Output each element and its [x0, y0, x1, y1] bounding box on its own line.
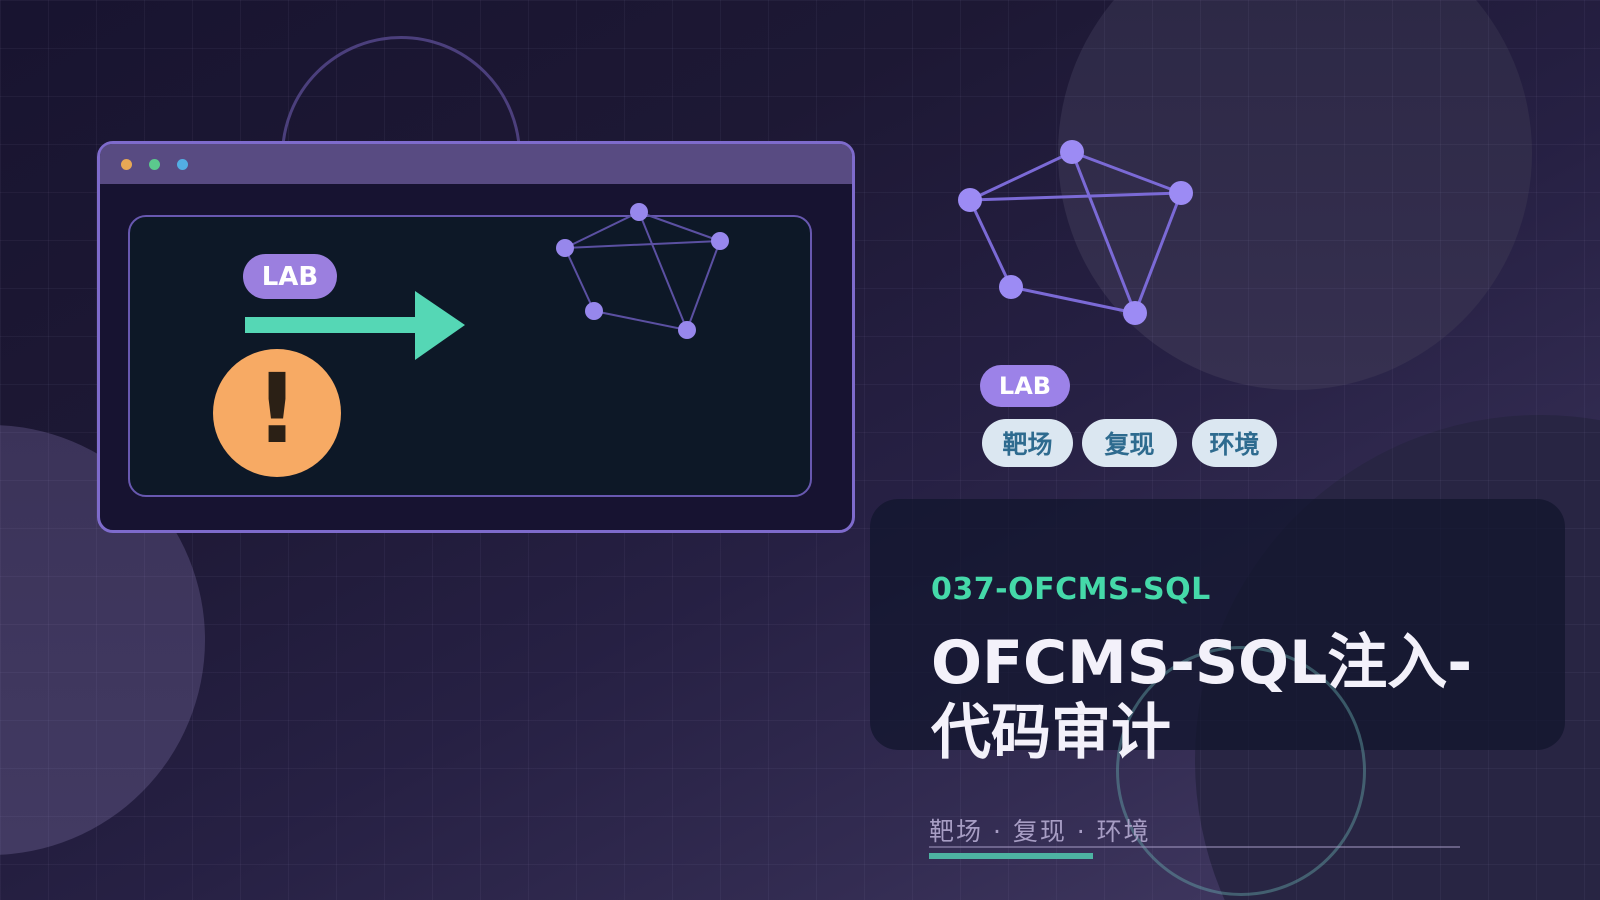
tag-environment-label: 环境 [1209, 430, 1260, 459]
browser-titlebar [100, 144, 852, 184]
network-graph-large [958, 140, 1193, 325]
tag-range-label: 靶场 [1002, 430, 1053, 459]
alert-icon: ! [213, 349, 341, 477]
lab-title-line1: OFCMS-SQL注入- [931, 628, 1473, 698]
browser-window: LAB ! [97, 141, 855, 533]
lab-title: OFCMS-SQL注入- 代码审计 [931, 628, 1472, 768]
tag-environment: 环境 [1192, 419, 1277, 467]
window-dot-orange-icon [121, 158, 132, 170]
window-dot-blue-icon [177, 158, 188, 170]
window-lab-badge: LAB [243, 254, 337, 299]
tag-reproduce: 复现 [1082, 419, 1177, 467]
window-dot-green-icon [149, 158, 160, 170]
tag-reproduce-label: 复现 [1104, 430, 1155, 459]
window-lab-badge-label: LAB [261, 261, 319, 292]
arrow-right-icon [245, 291, 465, 360]
divider-line [929, 846, 1460, 848]
browser-content-panel [128, 215, 812, 497]
ring-outline-teal [1116, 646, 1366, 896]
exclamation-mark: ! [255, 353, 299, 465]
lab-subtitle: 靶场 · 复现 · 环境 [929, 817, 1151, 846]
tag-range: 靶场 [982, 419, 1073, 467]
lab-code-label: 037-OFCMS-SQL [931, 572, 1211, 607]
network-graph-small [556, 203, 729, 339]
hero-lab-badge-label: LAB [998, 372, 1052, 400]
hero-lab-badge: LAB [980, 365, 1070, 407]
teal-underline [929, 853, 1093, 859]
lab-title-line2: 代码审计 [931, 698, 1171, 768]
